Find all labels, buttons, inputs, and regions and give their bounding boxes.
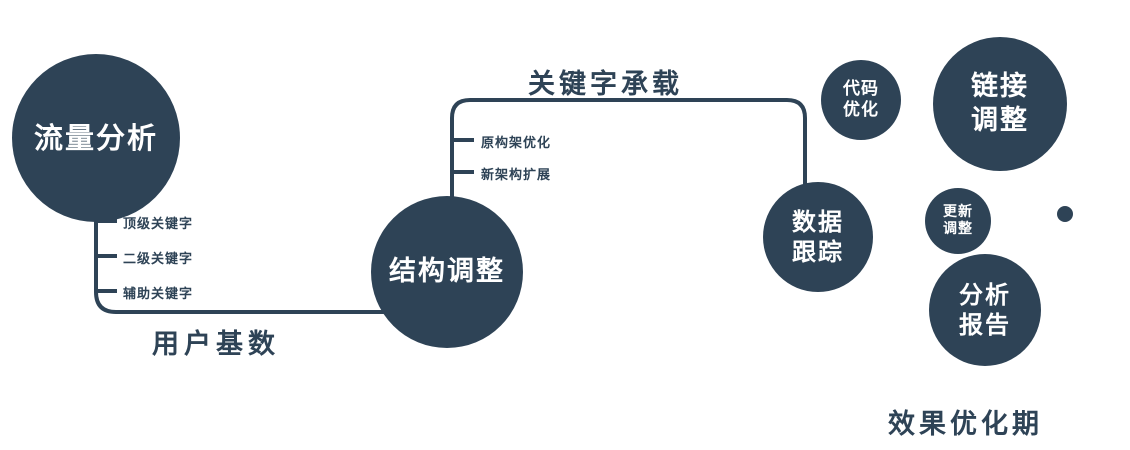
phase-label-effect-optimization: 效果优化期 [888,409,1043,440]
node-structure-adjustment: 结构调整 [371,196,523,348]
node-link-adjustment-line1: 链接 [971,71,1029,103]
node-analysis-report: 分析 报告 [929,254,1041,366]
branch-label-auxiliary-keyword: 辅助关键字 [123,287,194,302]
node-analysis-report-line2: 报告 [959,311,1011,339]
node-analysis-report-line1: 分析 [959,281,1011,309]
node-update-adjustment-line1: 更新 [943,203,973,220]
node-code-optimization-line1: 代码 [843,78,879,99]
node-data-tracking: 数据 跟踪 [763,182,873,292]
edge-label-user-base: 用户基数 [152,329,280,360]
edge-structure-to-data [450,98,807,210]
node-traffic-analysis-label: 流量分析 [33,120,158,155]
node-data-tracking-line2: 跟踪 [792,238,844,266]
branch-label-new-architecture: 新架构扩展 [481,168,552,183]
branch-label-top-keyword: 顶级关键字 [123,217,194,232]
node-update-adjustment-line2: 调整 [943,221,973,237]
branch-label-secondary-keyword: 二级关键字 [123,252,194,267]
node-data-tracking-line1: 数据 [792,208,844,236]
bullet-dot [1057,206,1073,222]
edge-label-keyword-carrying: 关键字承载 [528,69,683,100]
node-traffic-analysis: 流量分析 [12,54,180,222]
branch-label-original-architecture: 原构架优化 [481,136,552,151]
node-code-optimization: 代码 优化 [821,60,901,140]
node-structure-adjustment-label: 结构调整 [389,256,505,288]
node-update-adjustment: 更新 调整 [925,188,991,254]
node-link-adjustment-line2: 调整 [971,105,1029,136]
node-code-optimization-line2: 优化 [843,100,879,120]
node-link-adjustment: 链接 调整 [933,37,1067,171]
